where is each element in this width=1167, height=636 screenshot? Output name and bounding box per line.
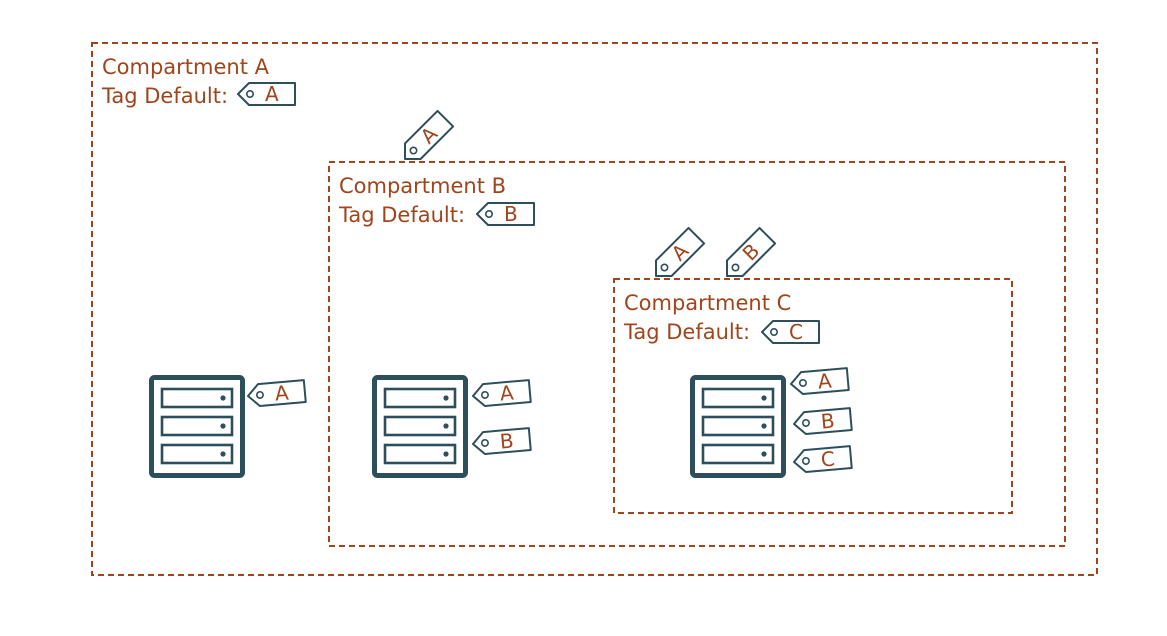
- compartment-a-default-tag: A: [237, 82, 296, 106]
- compartment-c-inherited-tag-b: B: [718, 226, 777, 285]
- tag-value: A: [265, 82, 279, 106]
- compartment-b-inherited-tag-a: A: [396, 109, 455, 168]
- tag-value: B: [820, 408, 836, 433]
- server-icon: [693, 378, 784, 476]
- compartment-b-tag-default-label: Tag Default:: [338, 203, 465, 227]
- resource-tag-a: A: [246, 379, 307, 408]
- server-icon: [152, 378, 243, 476]
- compartment-c-title: Compartment C: [624, 291, 791, 315]
- compartment-c-inherited-tag-a: A: [647, 226, 706, 285]
- compartment-c-border: [613, 278, 1013, 514]
- tag-value: A: [274, 380, 290, 405]
- tag-value: C: [820, 446, 836, 471]
- tag-value: B: [499, 428, 515, 453]
- resource-tag-b: B: [471, 427, 532, 456]
- compartment-c: Compartment C Tag Default: C: [613, 278, 1013, 514]
- compartment-a: Compartment A Tag Default: A: [91, 42, 1098, 576]
- compartment-b-title: Compartment B: [339, 174, 506, 198]
- tag-value: B: [504, 202, 518, 226]
- compartment-a-tag-default-label: Tag Default:: [101, 84, 228, 108]
- compartment-a-border: [91, 42, 1098, 576]
- resource-tag-a: A: [789, 367, 850, 396]
- tag-value: C: [789, 320, 803, 344]
- server-icon: [375, 378, 466, 476]
- compartment-b: Compartment B Tag Default: B: [328, 161, 1066, 547]
- compartment-b-default-tag: B: [476, 202, 535, 226]
- compartment-c-default-tag: C: [761, 320, 820, 344]
- compartment-c-tag-default-label: Tag Default:: [623, 320, 750, 344]
- tag-value: A: [499, 380, 515, 405]
- server-resource-c: A B C: [693, 367, 853, 476]
- tag-value: A: [817, 368, 833, 393]
- compartment-a-title: Compartment A: [102, 55, 270, 79]
- resource-tag-a: A: [471, 379, 532, 408]
- resource-tag-c: C: [792, 445, 853, 474]
- server-resource-b: A B: [375, 378, 532, 476]
- server-resource-a: A: [152, 378, 307, 476]
- resource-tag-b: B: [792, 407, 853, 436]
